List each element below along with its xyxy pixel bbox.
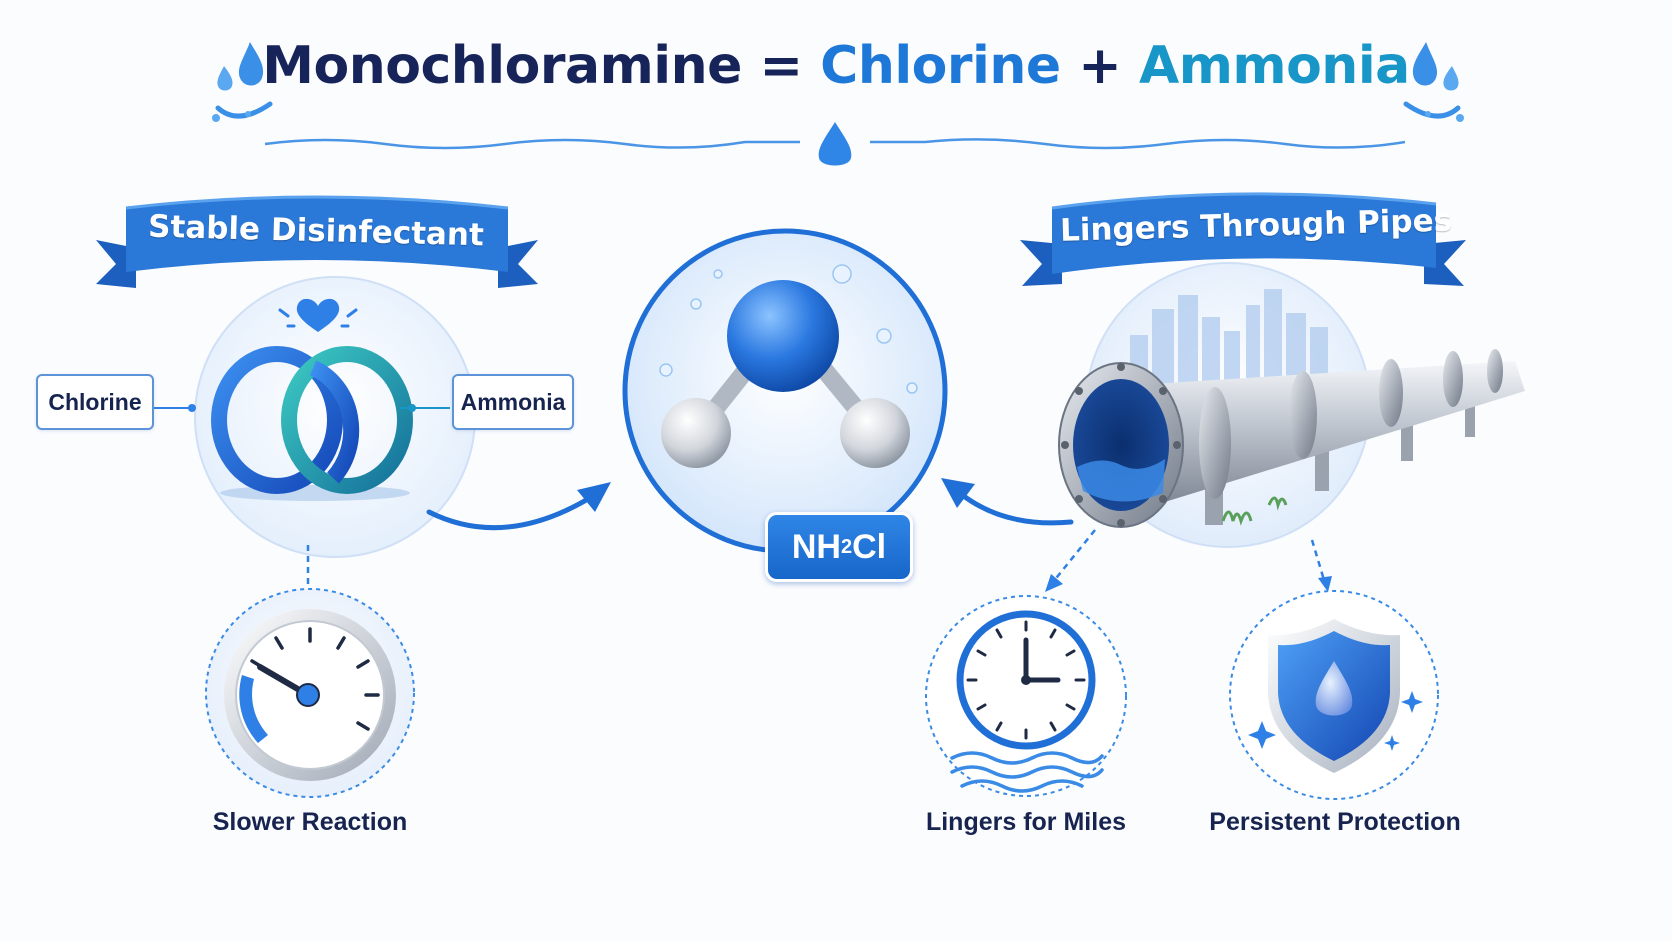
formula-prefix: NH: [791, 527, 841, 566]
chlorine-label: Chlorine: [36, 374, 154, 430]
sparkle-icon: [1401, 691, 1423, 713]
left-ribbon-banner: [96, 195, 538, 288]
heart-icon: [278, 298, 358, 332]
clock-icon: [925, 595, 1127, 797]
formula-subscript: 2: [840, 535, 853, 558]
sparkle-icon: [1384, 735, 1400, 751]
sparkle-icon: [1248, 721, 1276, 749]
nitrogen-atom: [727, 280, 839, 392]
water-waves: [950, 751, 1104, 793]
title-main: Monochloramine: [262, 36, 742, 96]
water-splash-left-icon: [212, 42, 273, 122]
title-wave-divider: [264, 122, 1406, 166]
page-title: Monochloramine = Chlorine + Ammonia: [0, 36, 1672, 96]
label-connectors: [152, 404, 450, 412]
water-splash-right-icon: [1403, 42, 1464, 122]
water-pipe-icon: [1058, 349, 1525, 528]
formula-suffix: Cl: [852, 527, 887, 566]
water-drop-icon: [818, 122, 852, 166]
ammonia-label: Ammonia: [452, 374, 574, 430]
hydrogen-atom: [840, 398, 910, 468]
title-chlorine: Chlorine: [820, 36, 1061, 96]
water-drop-icon: [1315, 661, 1353, 716]
hydrogen-atom: [661, 398, 731, 468]
feature-label-persistent-protection: Persistent Protection: [1209, 808, 1461, 836]
dashed-arrow-to-shield: [1310, 539, 1332, 592]
interlocked-rings-icon: [211, 346, 413, 501]
feature-label-slower-reaction: Slower Reaction: [212, 808, 408, 836]
feature-label-lingers-for-miles: Lingers for Miles: [925, 808, 1127, 836]
shield-icon: [1229, 590, 1439, 800]
title-ammonia: Ammonia: [1138, 36, 1410, 96]
arrow-left-to-molecule: [426, 482, 611, 531]
title-plus: +: [1078, 36, 1122, 96]
title-equals: =: [759, 36, 803, 96]
dashed-connector: [306, 545, 310, 589]
speedometer-icon: [205, 588, 415, 798]
arrow-right-to-molecule: [941, 478, 1074, 526]
right-ribbon-banner: [1020, 192, 1466, 286]
molecule-circle: [622, 228, 948, 554]
dashed-arrow-to-clock: [1045, 529, 1096, 592]
